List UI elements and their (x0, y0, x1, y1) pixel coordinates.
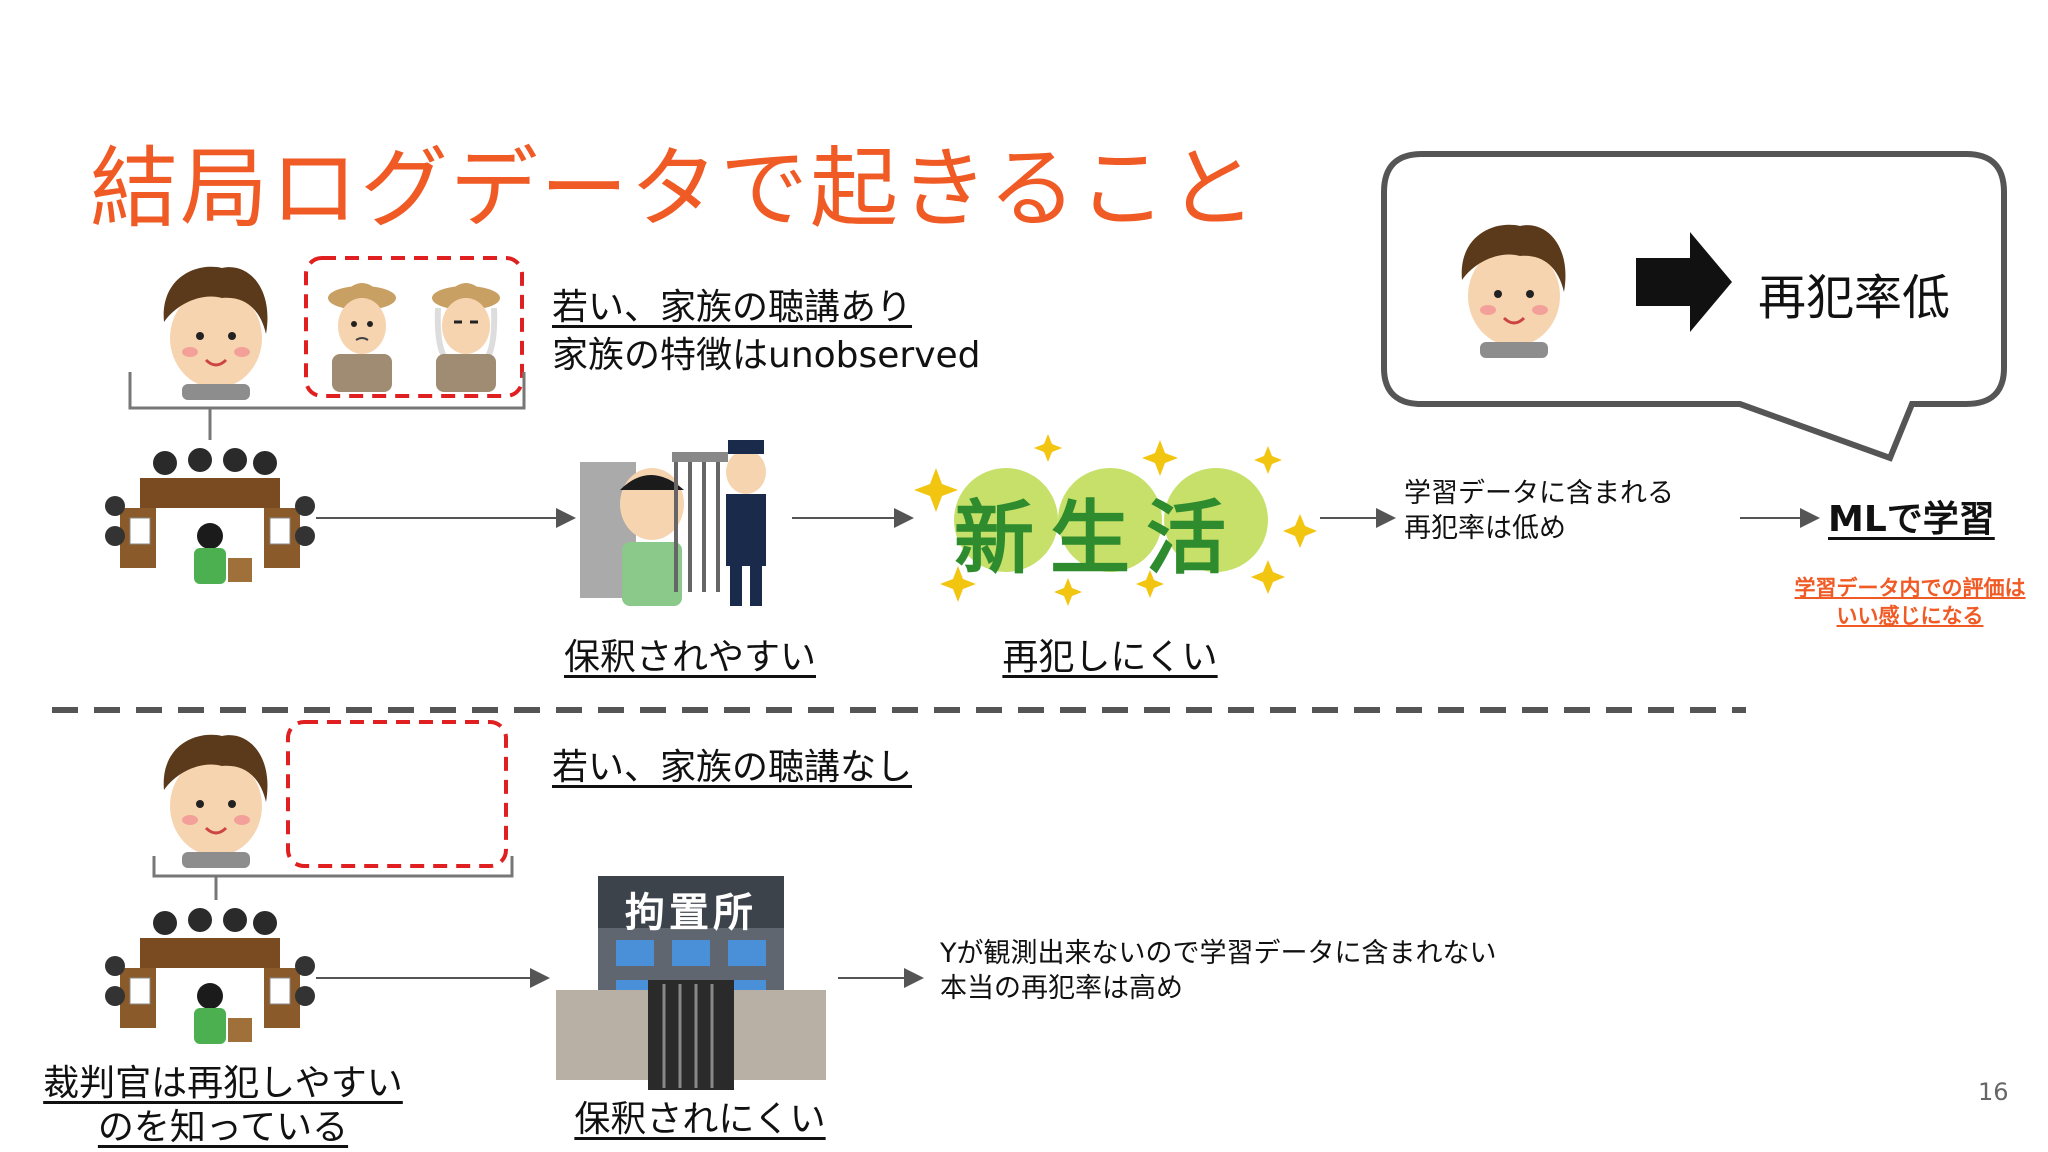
eval-note-line2: いい感じになる (1836, 604, 1984, 628)
family-attend-label: 若い、家族の聴講あり (552, 287, 913, 328)
page-number: 16 (1978, 1078, 2009, 1106)
bubble-text: 再犯率低 (1758, 270, 1951, 326)
young-defendant-bottom-icon (162, 733, 269, 870)
data-note-top-line1: 学習データに含まれる (1404, 478, 1674, 509)
right-arrow-icon (1636, 232, 1732, 332)
sparkle-icons (914, 434, 1317, 606)
family-absent-label: 若い、家族の聴講なし (552, 747, 913, 788)
group-bracket (128, 372, 526, 440)
slide-title: 結局ログデータで起きること (90, 137, 1259, 240)
ml-learning-label: MLで学習 (1828, 499, 1995, 540)
bail-unlikely-caption: 保釈されにくい (574, 1099, 826, 1140)
new-life-text: 新生活 (954, 492, 1242, 585)
court-icon (104, 447, 316, 585)
data-note-top: 学習データに含まれる 再犯率は低め (1404, 476, 1674, 546)
bail-likely-caption: 保釈されやすい (563, 637, 816, 678)
jail-sign: 拘置所 (625, 890, 757, 936)
family-present-box (304, 256, 524, 398)
judge-knows-caption: 裁判官は再犯しやすい のを知っている (8, 1062, 438, 1150)
court-bottom-icon (104, 907, 316, 1045)
data-note-top-line2: 再犯率は低め (1404, 513, 1566, 544)
family-members-icon (328, 283, 500, 392)
judge-knows-line2: のを知っている (97, 1107, 349, 1148)
new-life-badges (954, 468, 1268, 572)
detention-building-icon (556, 876, 826, 1090)
group-bracket-bottom (152, 856, 514, 900)
low-reoffend-caption: 再犯しにくい (1002, 637, 1218, 678)
family-unobserved-label: 家族の特徴はunobserved (552, 335, 981, 376)
family-absent-box (286, 720, 508, 868)
eval-note-line1: 学習データ内での評価は (1794, 576, 2026, 600)
data-note-bottom-line1: Yが観測出来ないので学習データに含まれない (940, 938, 1497, 969)
eval-note: 学習データ内での評価は いい感じになる (1760, 574, 2048, 630)
young-defendant-icon (162, 265, 269, 402)
bail-release-icon (580, 440, 766, 606)
data-note-bottom-line2: 本当の再犯率は高め (940, 973, 1183, 1004)
judge-knows-line1: 裁判官は再犯しやすい (43, 1063, 403, 1104)
data-note-bottom: Yが観測出来ないので学習データに含まれない 本当の再犯率は高め (940, 936, 1497, 1006)
